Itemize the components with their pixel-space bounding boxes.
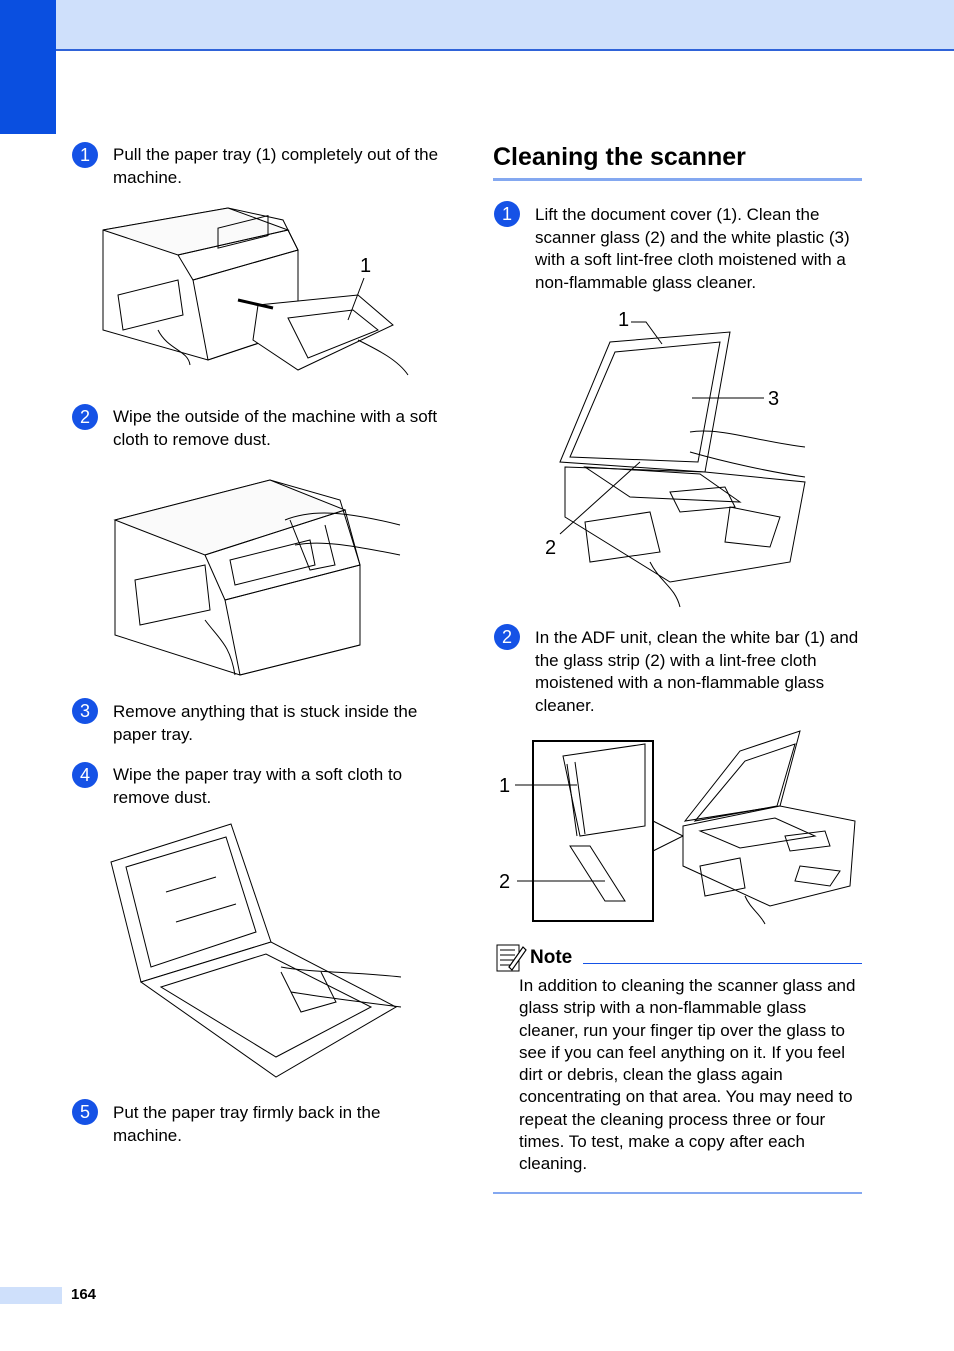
adf-callout-2: 2 (499, 871, 510, 893)
page-number: 164 (71, 1286, 97, 1303)
step-4-badge: 4 (72, 762, 98, 788)
page-number-bar (0, 1287, 62, 1304)
chapter-tab (0, 0, 56, 134)
step-3-text: Remove anything that is stuck inside the… (113, 702, 418, 744)
figure-adf-unit: 1 2 (499, 730, 856, 925)
section-title-rule (493, 178, 862, 181)
step-5-badge: 5 (72, 1099, 98, 1125)
scanner-step-1-text: Lift the document cover (1). Clean the s… (535, 205, 850, 292)
scanner-step-2-badge: 2 (494, 624, 520, 650)
figure-wipe-machine (113, 479, 401, 676)
figure-scanner-glass: 1 3 2 (545, 309, 806, 608)
step-4-text: Wipe the paper tray with a soft cloth to… (113, 765, 403, 807)
step-3-badge: 3 (72, 698, 98, 724)
step-1-badge: 1 (72, 142, 98, 168)
note-rule-bottom (493, 1192, 862, 1194)
tray-callout-1: 1 (360, 255, 371, 277)
figure-pull-tray: 1 (102, 207, 409, 376)
scanner-step-1-badge: 1 (494, 201, 520, 227)
step-2-badge: 2 (72, 404, 98, 430)
adf-callout-1: 1 (499, 775, 510, 797)
note-rule-top (583, 963, 862, 964)
figure-wipe-tray (110, 823, 402, 1078)
step-2-text: Wipe the outside of the machine with a s… (113, 407, 438, 449)
note-text: In addition to cleaning the scanner glas… (519, 976, 856, 1174)
scanner-step-2-text: In the ADF unit, clean the white bar (1)… (535, 628, 859, 715)
note-title: Note (530, 947, 573, 968)
scanner-callout-2: 2 (545, 537, 556, 559)
scanner-callout-3: 3 (768, 388, 779, 410)
header-band (0, 0, 954, 51)
scanner-callout-1: 1 (618, 309, 629, 331)
step-5-text: Put the paper tray firmly back in the ma… (113, 1103, 381, 1145)
section-title: Cleaning the scanner (493, 143, 746, 171)
step-1-text: Pull the paper tray (1) completely out o… (113, 145, 439, 187)
note-icon (496, 944, 527, 972)
